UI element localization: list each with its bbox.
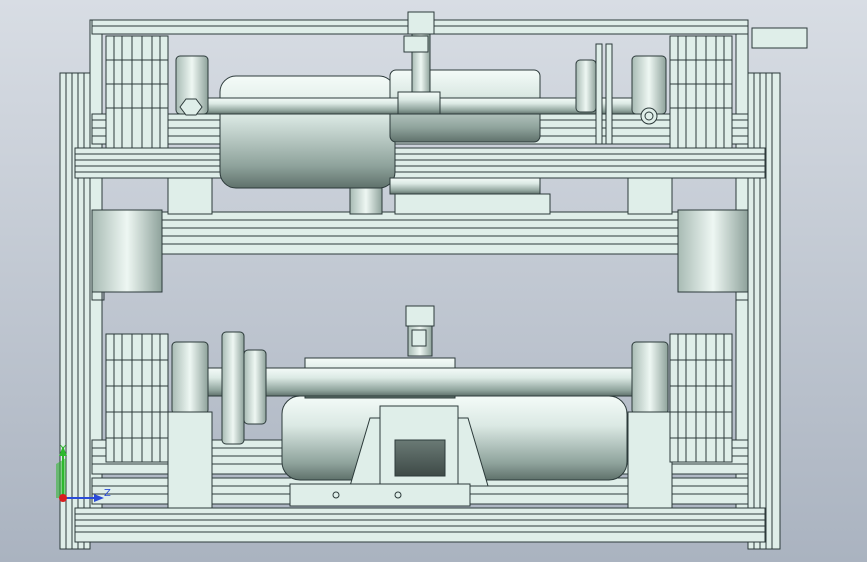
left-middle-block [91,209,163,293]
lower-fan-grille [394,439,446,477]
upper-right-sprocket [669,35,733,149]
lower-right-brace [457,417,489,487]
y-axis-label: Y [59,444,67,455]
lower-left-leg [167,411,213,509]
lower-right-bearing [631,341,669,415]
upper-gearbox-foot [389,177,541,195]
upper-right-leg [627,177,673,215]
lower-shaft [207,367,637,397]
upper-motor-body [219,75,396,189]
lower-drive-assembly [167,305,673,509]
lower-motor-base [289,483,471,507]
z-axis-label: Z [104,488,111,499]
y-axis-arrowhead [59,446,67,456]
upper-left-leg [167,177,213,215]
axis-triad: Y Z [56,444,111,502]
upper-cross-rail [74,147,766,179]
upper-tension-cap [407,11,435,35]
right-outer-post [747,72,781,550]
triad-plane [56,458,66,498]
middle-platform [91,211,749,255]
upper-right-bearing [631,55,667,115]
lower-right-leg [627,411,673,509]
upper-drive-assembly [167,11,673,215]
hex-nut-icon [179,98,203,116]
lower-pulley [221,331,245,445]
upper-tension-base [397,91,441,115]
lower-left-sprocket [105,333,169,463]
upper-pulley-disc-2 [605,43,613,145]
lower-right-sprocket [669,333,733,463]
right-middle-block [677,209,749,293]
upper-pulley-disc-1 [595,43,603,145]
upper-tension-clamp [403,35,429,53]
upper-motor-base [394,193,551,215]
lower-tension-cap [405,305,435,327]
left-side-bracket [91,292,105,301]
lower-pulley-hub [243,349,267,425]
sprocket-assemblies [91,35,749,463]
upper-coupling [575,59,597,113]
right-side-bracket [735,292,749,301]
triad-origin [59,494,67,502]
bottom-cross-rail [74,507,766,543]
lower-left-bearing [171,341,209,415]
top-right-bracket [751,27,808,49]
upper-left-sprocket [105,35,169,149]
upper-support-column [349,187,383,215]
z-axis-arrowhead [94,494,104,502]
